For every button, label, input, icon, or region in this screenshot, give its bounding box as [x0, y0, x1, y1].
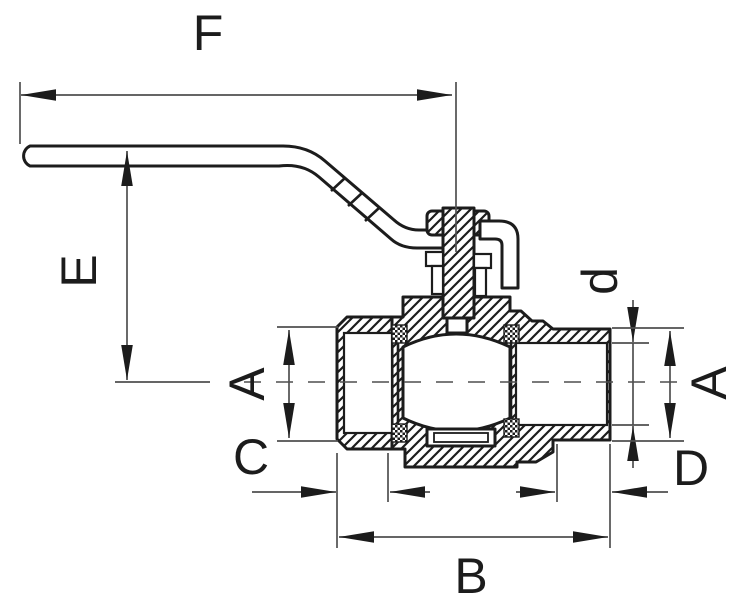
ball-bottom-slot-inner [433, 432, 489, 443]
dimension-d-small: d [572, 267, 649, 468]
dimension-a-right: A [612, 327, 730, 442]
female-thread-cavity [342, 331, 394, 435]
lever-handle [22, 144, 445, 250]
dimension-f: F [19, 5, 452, 144]
dimension-label-a-right: A [681, 366, 730, 400]
dimension-label-b: B [454, 548, 487, 602]
stem-assembly [424, 206, 520, 335]
packing-left-upper [424, 250, 445, 268]
dimension-label-d-large: D [673, 440, 709, 496]
dimension-label-f: F [193, 5, 224, 61]
handle-grip-ticks [330, 177, 380, 222]
valve-body [335, 295, 612, 469]
dimension-label-a-left: A [219, 367, 275, 401]
packing-right-upper [472, 252, 493, 270]
ball-bottom-slot [425, 427, 497, 448]
centerlines [115, 82, 694, 383]
handle-end-hook [478, 219, 520, 290]
dimension-d-large: D [516, 440, 709, 548]
dimension-c: C [233, 429, 430, 548]
seal-bottom-right [503, 418, 520, 438]
stem-bottom-slot [445, 316, 469, 335]
handle-bar [22, 144, 445, 250]
dimension-e: E [51, 151, 133, 380]
dimension-b: B [339, 531, 608, 602]
seal-top-left [391, 324, 408, 344]
male-end-bore [514, 341, 609, 427]
dimension-label-d-small: d [572, 267, 628, 295]
dimension-label-e: E [51, 254, 107, 287]
dimension-label-c: C [233, 429, 269, 485]
seal-bottom-left [391, 423, 408, 443]
packing-right-lower [473, 266, 488, 298]
stem [441, 206, 476, 320]
dimension-a-left: A [219, 326, 338, 442]
seal-top-right [503, 324, 520, 344]
packing-left-lower [430, 264, 445, 296]
